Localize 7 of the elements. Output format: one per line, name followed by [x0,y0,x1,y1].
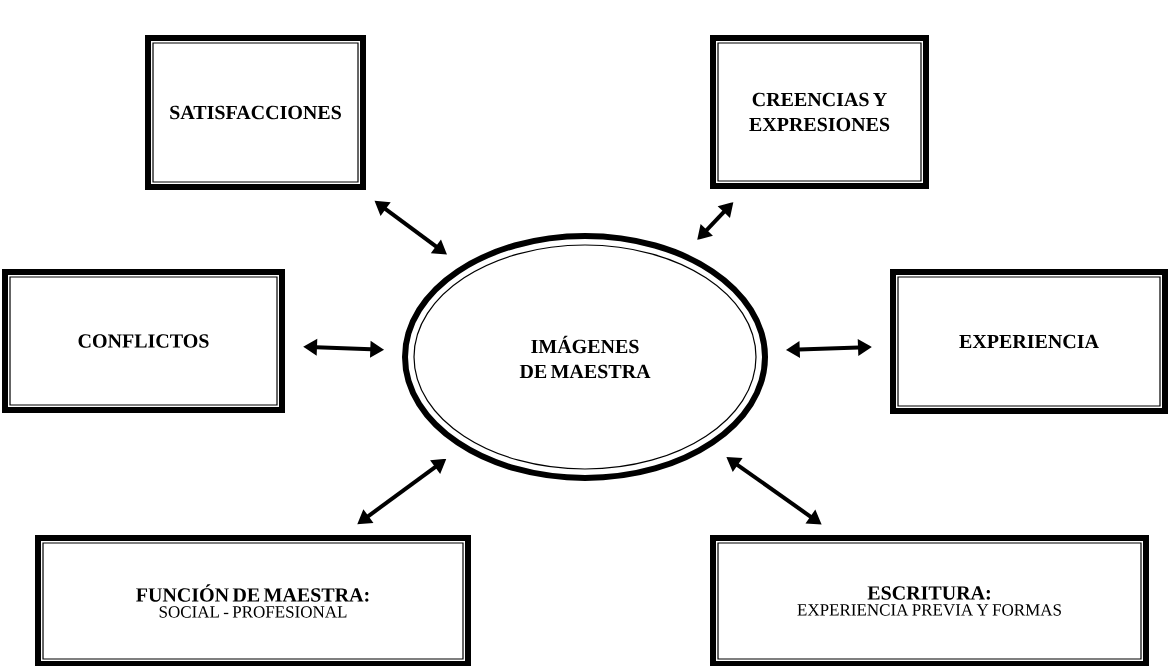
text-box: FUNCIÓN DE MAESTRA: SOCIAL - PROFESIONAL [35,535,471,666]
oval-node: IMÁGENES DE MAESTRA [402,233,768,481]
text-box: CREENCIAS Y EXPRESIONES [710,35,929,189]
text-box: ESCRITURA: EXPERIENCIA PREVIA Y FORMAS [710,535,1149,666]
text-box: EXPERIENCIA [890,269,1168,414]
text-box: SATISFACCIONES [145,35,366,190]
text-box: CONFLICTOS [2,269,285,413]
